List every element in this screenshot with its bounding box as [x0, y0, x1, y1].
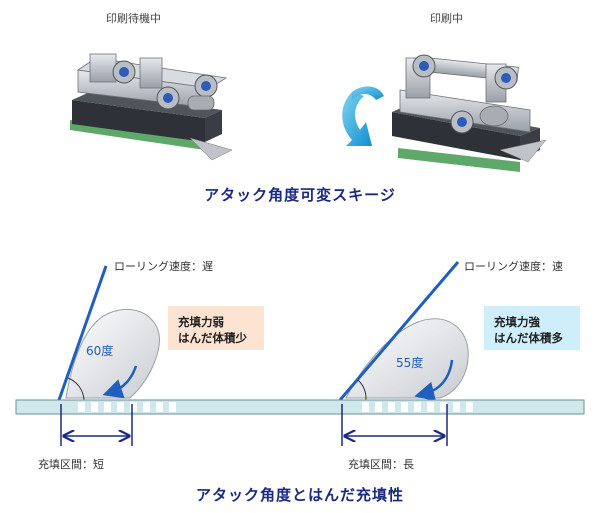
- box-strong-line2: はんだ体積多: [494, 331, 563, 345]
- solder-paste-right: [345, 318, 469, 399]
- squeegee-blade-left: [57, 265, 108, 401]
- angle-arc-right: [357, 379, 367, 401]
- fill-interval-label-right: 充填区間：長: [348, 458, 414, 471]
- label-printing: 印刷中: [430, 12, 463, 25]
- squeegee-standby-illustration: [70, 53, 233, 161]
- rolling-speed-right: ローリング速度：速: [464, 260, 563, 273]
- squeegee-blade-right: [338, 261, 460, 401]
- squeegee-printing-illustration: [392, 54, 547, 172]
- solder-paste-left: [65, 308, 160, 399]
- fill-interval-left: [60, 404, 133, 446]
- top-title: アタック角度可変スキージ: [204, 186, 396, 204]
- rolling-arrow-right: [414, 359, 454, 402]
- diagram-left: [57, 265, 160, 401]
- angle-label-left: 60度: [86, 344, 114, 358]
- rolling-arrow-left: [102, 365, 138, 399]
- box-weak-fill: 充填力弱 はんだ体積少: [168, 306, 264, 350]
- box-strong-fill: 充填力強 はんだ体積多: [484, 306, 580, 350]
- box-strong-line1: 充填力強: [494, 315, 540, 329]
- angle-label-right: 55度: [396, 356, 424, 370]
- label-standby: 印刷待機中: [106, 12, 161, 25]
- board-strip: [15, 399, 585, 415]
- fill-interval-label-left: 充填区間：短: [38, 458, 104, 471]
- box-weak-line2: はんだ体積少: [178, 331, 247, 345]
- fill-interval-right: [341, 404, 448, 446]
- bottom-title: アタック角度とはんだ充填性: [195, 486, 404, 504]
- box-weak-line1: 充填力弱: [178, 315, 224, 329]
- angle-arc-left: [67, 377, 85, 401]
- rolling-speed-left: ローリング速度：遅: [114, 260, 213, 273]
- rotation-arrow-icon: [342, 86, 384, 146]
- diagram-right: [338, 261, 469, 402]
